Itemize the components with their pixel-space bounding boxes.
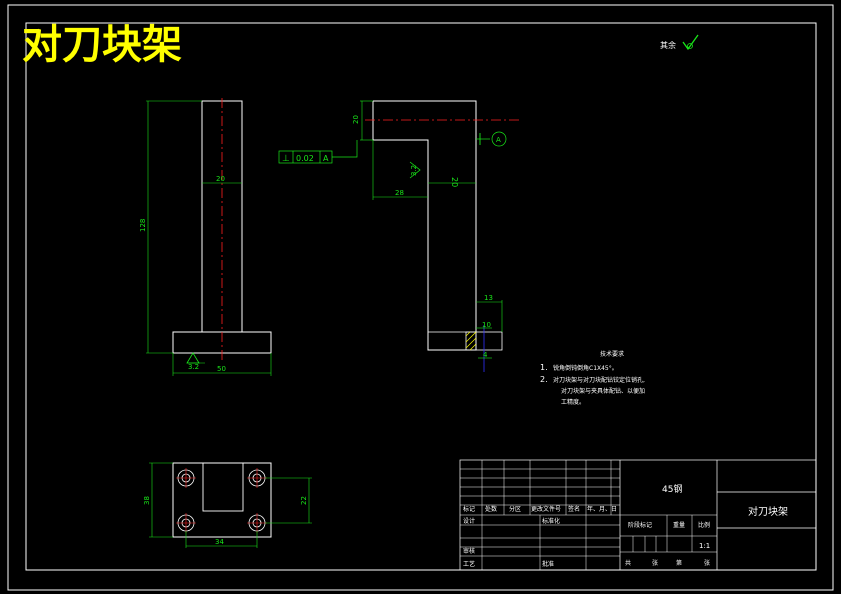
notes-item3: 对刀块架与夹具体配钻、以便加 — [561, 387, 645, 395]
tb-part-name: 对刀块架 — [748, 505, 788, 518]
tb-h-process: 工艺 — [463, 560, 475, 568]
tb-scale: 1:1 — [699, 542, 710, 550]
tb-f-sheet: 张 — [652, 559, 658, 567]
tb-h-count: 处数 — [485, 505, 497, 513]
side-foot-small-dim: 10 — [482, 321, 491, 329]
tb-h-ratio: 比例 — [698, 521, 710, 529]
tb-h-approve: 批准 — [542, 560, 554, 568]
roughness-circle-icon — [687, 43, 693, 49]
tb-h-zone: 分区 — [509, 505, 521, 513]
side-foot-tiny-dim: 4 — [483, 351, 488, 359]
tb-h-design: 设计 — [463, 517, 475, 525]
bottom-right-dim: 22 — [300, 496, 308, 505]
tb-h-mark: 标记 — [463, 505, 475, 513]
inner-frame — [25, 22, 817, 571]
notes-item2: 对刀块架与对刀块配钻铰定位销孔, — [553, 376, 645, 384]
tb-h-sign: 签名 — [568, 505, 580, 513]
side-roughness: 3.2 — [410, 165, 418, 176]
notes-item2-no: 2. — [540, 375, 548, 384]
side-thickness-dim: 20 — [450, 177, 459, 187]
bottom-view: 38 34 22 — [143, 462, 312, 548]
side-arm-dim: 28 — [395, 189, 404, 197]
notes-item1-no: 1. — [540, 363, 548, 372]
side-foot-hatch — [465, 331, 477, 351]
outer-frame — [7, 4, 834, 591]
notes-item1: 锐角倒钝倒角C1X45°。 — [553, 364, 618, 372]
tolerance-datum: A — [323, 154, 329, 163]
tb-h-weight: 重量 — [673, 521, 685, 529]
side-top-dim: 20 — [352, 115, 360, 124]
front-roughness: 3.2 — [188, 363, 199, 371]
tb-h-date: 年、月、日 — [587, 505, 617, 513]
tb-f-sheet2: 张 — [704, 559, 710, 567]
tech-notes: 技术要求 1. 锐角倒钝倒角C1X45°。 2. 对刀块架与对刀块配钻铰定位销孔… — [540, 350, 645, 406]
bottom-height-dim: 38 — [143, 496, 151, 505]
bottom-width-dim: 34 — [215, 538, 224, 546]
tb-h-stage: 阶段标记 — [628, 521, 652, 529]
tb-f-total: 共 — [625, 559, 631, 567]
side-view-outline — [372, 100, 477, 351]
roughness-check-icon — [682, 34, 699, 51]
front-base-dim: 50 — [217, 365, 226, 373]
notes-heading: 技术要求 — [600, 350, 624, 358]
side-view: 20 28 20 3.2 13 10 4 ⊥ 0.02 A A — [278, 100, 522, 372]
tb-h-std: 标准化 — [542, 517, 560, 525]
tb-h-docno: 更改文件号 — [531, 505, 561, 513]
front-roughness-icon — [186, 352, 200, 364]
title-block-text: 45钢 对刀块架 1:1 标记 处数 分区 更改文件号 签名 年、月、日 设计 … — [463, 483, 788, 568]
front-width-dim: 20 — [216, 175, 225, 183]
corner-roughness-label: 其余 — [660, 40, 676, 50]
side-roughness-icon — [409, 161, 421, 179]
title-block — [459, 459, 817, 571]
front-height-dim: 128 — [139, 219, 147, 232]
front-view: 128 20 50 3.2 — [139, 98, 272, 376]
datum-label: A — [496, 136, 501, 144]
drawing-title: 对刀块架 — [22, 21, 182, 68]
side-foot-dim: 13 — [484, 294, 493, 302]
tb-f-no: 第 — [676, 559, 682, 567]
tolerance-value: 0.02 — [296, 154, 314, 163]
tb-h-review: 审核 — [463, 547, 475, 555]
notes-item4: 工精度。 — [561, 398, 585, 406]
tb-material: 45钢 — [662, 483, 682, 495]
tolerance-symbol: ⊥ — [282, 154, 290, 164]
datum-a-circle — [491, 131, 507, 147]
